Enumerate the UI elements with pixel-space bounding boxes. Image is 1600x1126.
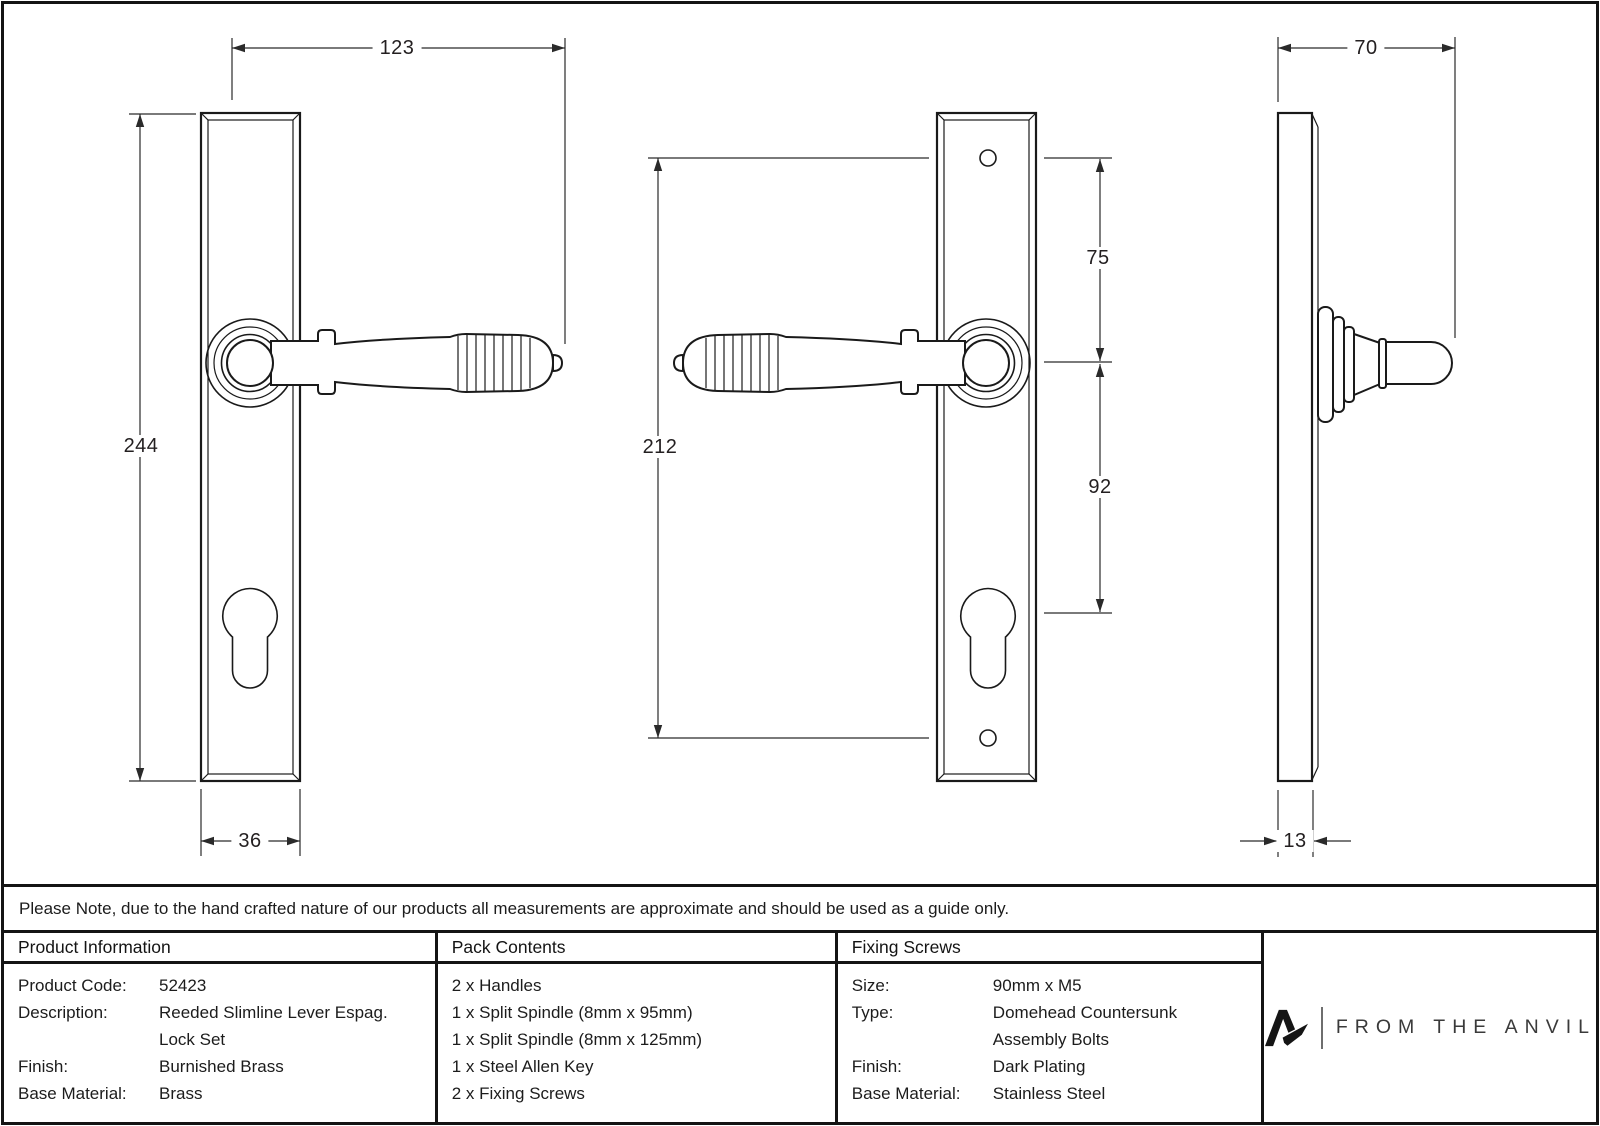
- dim-label-screw-to-handle: 75: [1079, 247, 1117, 269]
- row-label: Finish:: [851, 1057, 902, 1076]
- pack-item: 2 x Fixing Screws: [451, 1084, 585, 1103]
- dim-label-screw-centres: 212: [635, 436, 685, 458]
- brand-wordmark: FROM THE ANVIL: [1335, 1016, 1596, 1038]
- note-text: Please Note, due to the hand crafted nat…: [19, 898, 1010, 918]
- fixing-screws-body: Size: 90mm x M5 Type: Domehead Countersu…: [838, 964, 1261, 1107]
- pack-item: 2 x Handles: [451, 976, 542, 995]
- internal-lever-reeding: [705, 335, 779, 391]
- row-value: Lock Set: [159, 1030, 226, 1049]
- row-label: Product Code:: [18, 976, 127, 995]
- pack-contents-column: Pack Contents 2 x Handles 1 x Split Spin…: [437, 933, 838, 1122]
- anvil-a-icon: [1264, 1009, 1308, 1046]
- row-label: Base Material:: [18, 1084, 127, 1103]
- dim-label-side-projection: 70: [1347, 37, 1385, 59]
- row-label: Type:: [851, 1003, 894, 1022]
- info-table: Product Information Product Code: 52423 …: [4, 933, 1596, 1122]
- pack-contents-header: Pack Contents: [437, 933, 835, 964]
- fixing-screws-header: Fixing Screws: [837, 933, 1261, 964]
- pack-item: 1 x Steel Allen Key: [451, 1057, 594, 1076]
- row-value: 90mm x M5: [992, 976, 1082, 995]
- dim-label-front-height: 244: [116, 435, 166, 457]
- pack-contents-body: 2 x Handles 1 x Split Spindle (8mm x 95m…: [438, 964, 835, 1107]
- row-value: Burnished Brass: [159, 1057, 284, 1076]
- front-lever-reeding: [457, 335, 531, 391]
- row-label: Size:: [851, 976, 890, 995]
- row-label: Finish:: [18, 1057, 69, 1076]
- row-value: Brass: [159, 1084, 203, 1103]
- from-the-anvil-logo: FROM THE ANVIL: [1264, 1006, 1596, 1049]
- row-value: Domehead Countersunk: [992, 1003, 1178, 1022]
- dimension-lines: [129, 37, 1456, 857]
- row-value: Dark Plating: [992, 1057, 1086, 1076]
- side-view: [1276, 111, 1453, 783]
- drawing-linework: [129, 37, 1456, 857]
- product-information-body: Product Code: 52423 Description: Reeded …: [4, 964, 435, 1107]
- row-value: Stainless Steel: [992, 1084, 1106, 1103]
- row-label: Description:: [18, 1003, 108, 1022]
- fixing-screws-column: Fixing Screws Size: 90mm x M5 Type: Dome…: [837, 933, 1264, 1122]
- note-row: Please Note, due to the hand crafted nat…: [4, 884, 1596, 933]
- technical-drawing: 123 244 36 212 75 92 70 13: [116, 37, 1456, 857]
- row-label: [852, 1026, 993, 1053]
- product-information-column: Product Information Product Code: 52423 …: [4, 933, 438, 1122]
- dim-label-plate-width: 36: [231, 830, 269, 852]
- row-value: 52423: [159, 976, 207, 995]
- row-value: Assembly Bolts: [992, 1030, 1109, 1049]
- product-information-header: Product Information: [4, 933, 435, 964]
- logo-divider: [1320, 1006, 1323, 1049]
- bottom-screw-hole: [979, 729, 997, 747]
- row-value: Reeded Slimline Lever Espag.: [159, 1003, 388, 1022]
- pack-item: 1 x Split Spindle (8mm x 95mm): [451, 1003, 693, 1022]
- row-label: Base Material:: [851, 1084, 961, 1103]
- dim-label-plate-thickness: 13: [1276, 830, 1314, 852]
- top-screw-hole: [979, 149, 997, 167]
- front-view: [199, 111, 564, 783]
- dim-label-front-width: 123: [372, 37, 422, 59]
- brand-cell: FROM THE ANVIL: [1264, 933, 1596, 1122]
- row-label: [18, 1026, 159, 1053]
- pack-item: 1 x Split Spindle (8mm x 125mm): [451, 1030, 703, 1049]
- internal-view: [672, 111, 1038, 783]
- dim-label-handle-to-cylinder: 92: [1081, 476, 1119, 498]
